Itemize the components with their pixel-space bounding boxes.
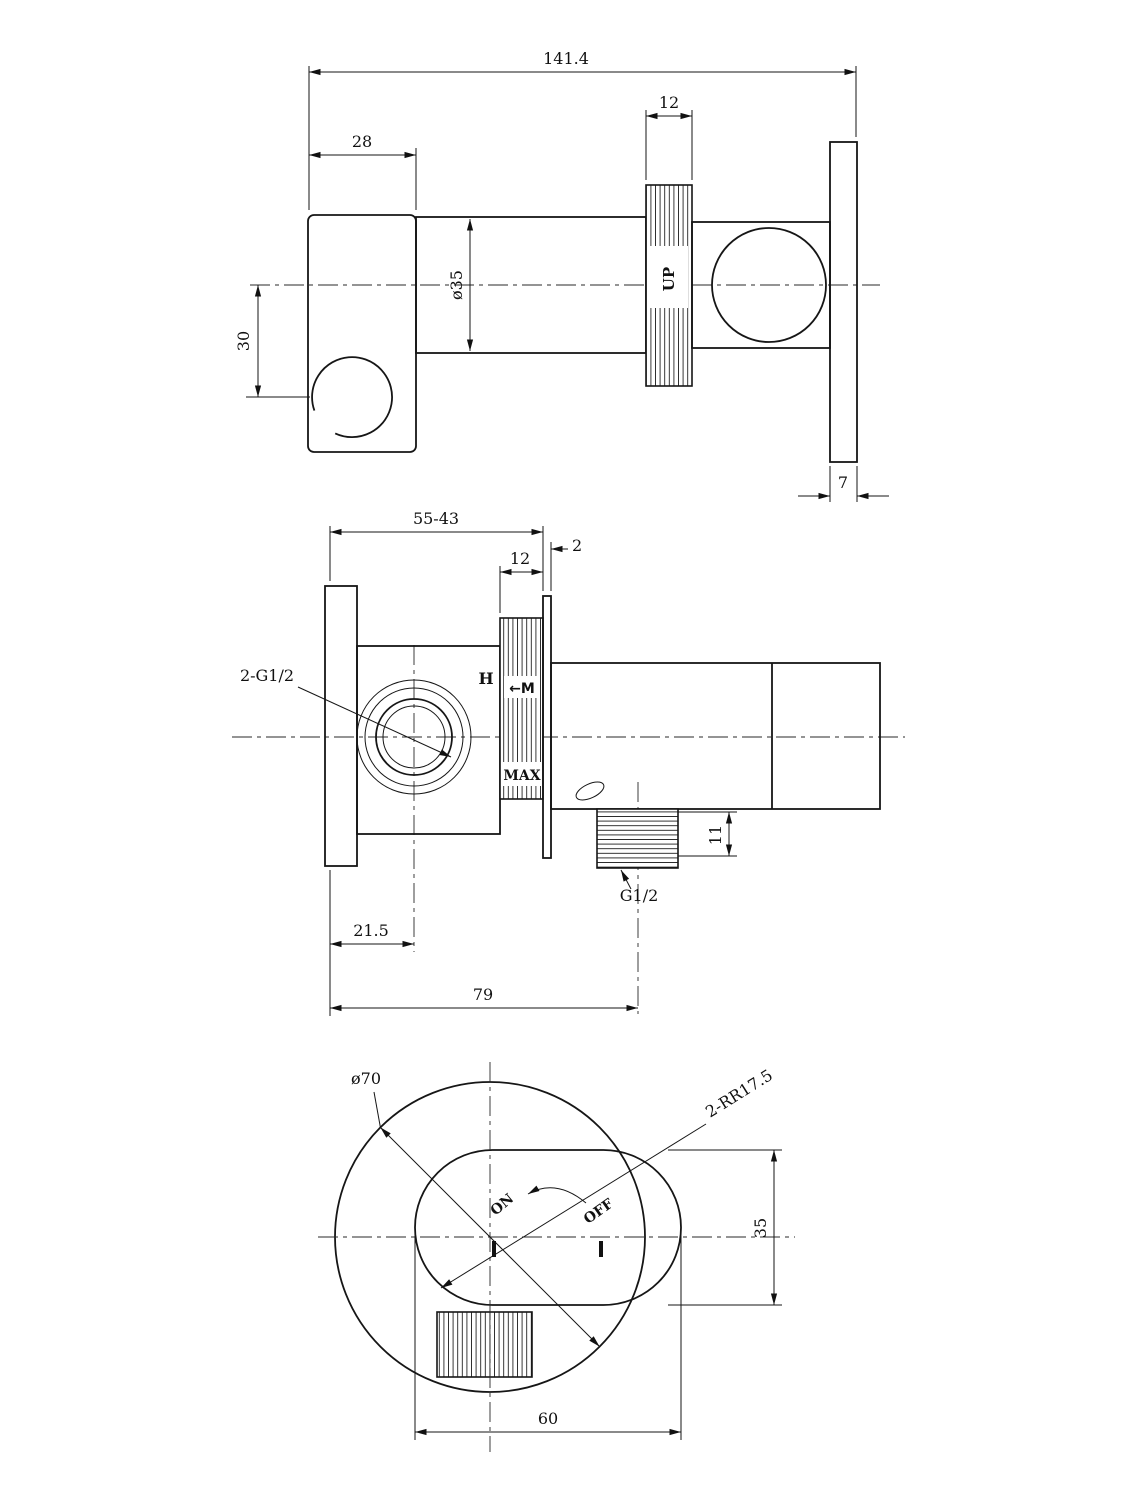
dim-overall-width: 141.4 — [543, 49, 589, 68]
top-view: ø35 UP 141.4 28 12 30 7 — [234, 49, 889, 502]
holder-hook — [311, 356, 393, 438]
mix-label-box — [504, 676, 540, 698]
inlet-thread-label: 2-G1/2 — [240, 666, 294, 685]
dim-outlet-thread-length: 11 — [706, 825, 725, 845]
on-label: ON — [488, 1191, 518, 1219]
front-view: H ←M MAX 55-43 2 12 2-G1/2 11 — [232, 509, 905, 1016]
handle-radius-leader — [440, 1123, 707, 1289]
handle-plate — [414, 1149, 682, 1306]
inlet-thread-outer — [356, 679, 472, 795]
flange-dia-leader — [373, 1091, 381, 1128]
flange-dia-line — [380, 1127, 600, 1347]
dim-thread-length: 12 — [510, 549, 530, 568]
inlet-bore-inner — [382, 705, 446, 769]
outlet-thread-label: G1/2 — [620, 886, 659, 905]
up-label-box — [650, 246, 688, 308]
outlet-arm — [550, 662, 881, 810]
dim-escutcheon-width: 12 — [659, 93, 679, 112]
dim-handle-end-radii: 2-RR17.5 — [702, 1065, 776, 1121]
wall-flange — [829, 141, 858, 463]
rotation-arrow — [527, 1185, 587, 1204]
handle-knob-circle — [711, 227, 827, 343]
dim-handle-width: 35 — [751, 1218, 770, 1238]
wall-flange-front — [324, 585, 358, 867]
dim-plate-thickness: 2 — [572, 536, 582, 555]
outlet-washer — [575, 781, 605, 801]
dim-handle-length: 60 — [538, 1409, 558, 1428]
bottom-view: ø70 2-RR17.5 ON OFF 35 60 — [318, 1062, 795, 1452]
dim-flange-thickness: 7 — [838, 473, 848, 492]
max-label-box — [502, 762, 542, 786]
hot-indicator-label: H — [478, 669, 493, 688]
mix-arrow-label: ←M — [509, 681, 535, 697]
inlet-thread-leader — [297, 686, 452, 758]
max-label: MAX — [503, 768, 540, 784]
dim-outlet-spacing: 79 — [473, 985, 493, 1004]
inlet-bore-outer — [375, 698, 453, 776]
inlet-thread-relief — [364, 687, 464, 787]
handshower-holder — [307, 214, 417, 453]
dim-depth-range: 55-43 — [413, 509, 459, 528]
dim-holder-drop: 30 — [234, 331, 253, 351]
dim-holder-width: 28 — [352, 132, 372, 151]
thin-wall-plate — [542, 595, 552, 859]
dim-flange-diameter: ø70 — [351, 1069, 381, 1088]
bottom-outlet-threads — [436, 1311, 533, 1378]
up-label: UP — [660, 267, 678, 291]
off-label: OFF — [581, 1196, 617, 1228]
dim-inlet-offset: 21.5 — [353, 921, 389, 940]
dim-body-diameter: ø35 — [447, 270, 466, 300]
outlet-thread-leader — [620, 869, 632, 890]
outlet-threads — [596, 808, 679, 869]
